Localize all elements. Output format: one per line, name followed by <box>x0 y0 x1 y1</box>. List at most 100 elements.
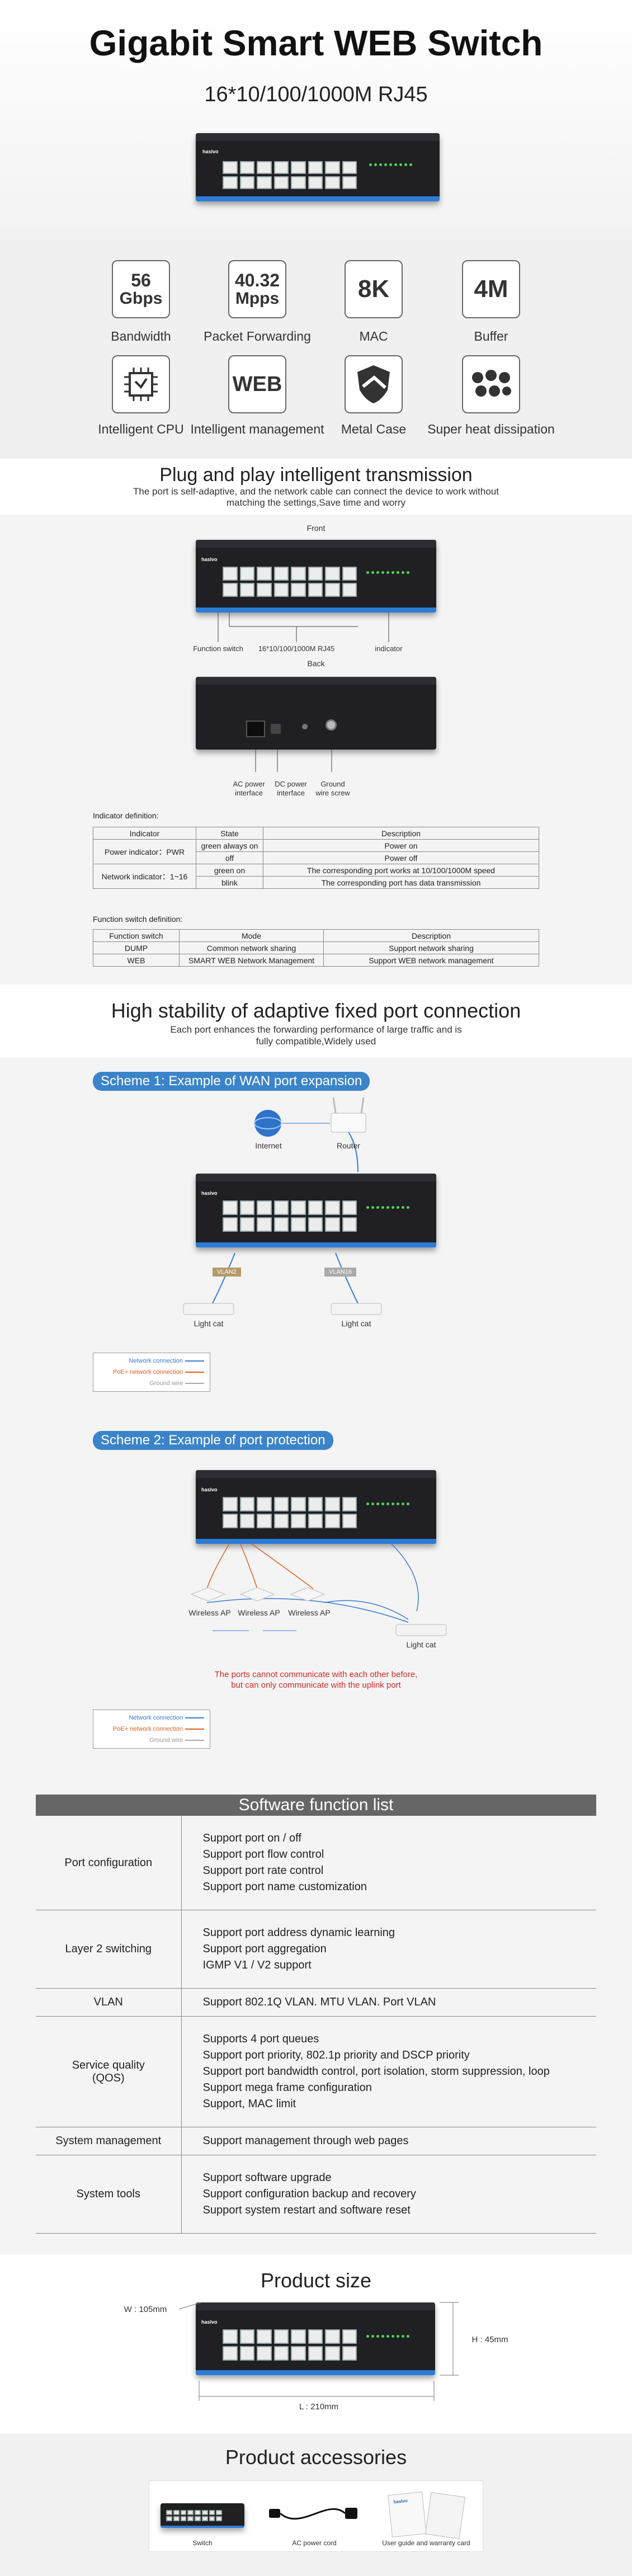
light-cat-1-label: Light cat <box>194 1319 224 1328</box>
callout-ac-power: AC power interface <box>233 780 265 797</box>
software-row-key: Service quality (QOS) <box>36 2016 182 2127</box>
scheme2-title: Scheme 2: Example of port protection <box>93 1431 333 1450</box>
software-row-key: VLAN <box>36 1988 182 2017</box>
software-line: Support port aggregation <box>202 1943 327 1955</box>
accessories-box: haslvo Switch AC power cord User guide a… <box>149 2480 483 2552</box>
software-line: Supports 4 port queues <box>202 2033 319 2045</box>
callout-rj45: 16*10/100/1000M RJ45 <box>258 644 335 653</box>
software-line: Support mega frame configuration <box>202 2081 372 2094</box>
light-cat-label: Light cat <box>406 1640 436 1649</box>
spec-value: 40.32 <box>234 270 280 290</box>
spec-unit: Mpps <box>235 289 280 308</box>
software-line: Support port address dynamic learning <box>202 1927 395 1939</box>
plug-title: Plug and play intelligent transmission <box>159 464 473 486</box>
plug-desc-1: The port is self-adaptive, and the netwo… <box>133 486 499 497</box>
software-line: Support configuration backup and recover… <box>202 2188 416 2200</box>
internet-label: Internet <box>255 1141 282 1150</box>
dimension-length: L : 210mm <box>299 2402 339 2412</box>
software-row: Service quality (QOS)Supports 4 port que… <box>36 2016 596 2127</box>
spec-label: Packet Forwarding <box>204 329 311 343</box>
accessories-title: Product accessories <box>225 2446 407 2469</box>
software-line: Support system restart and software rese… <box>202 2204 411 2216</box>
indicator-def-caption: Indicator definition: <box>93 811 159 820</box>
switch-back-image <box>196 677 436 750</box>
spec-tile: 4M <box>462 260 520 318</box>
software-line: Support port bandwidth control, port iso… <box>202 2065 550 2078</box>
page-subtitle: 16*10/100/1000M RJ45 <box>204 83 428 106</box>
software-row-values: Support 802.1Q VLAN. MTU VLAN. Port VLAN <box>181 1988 596 2017</box>
plug-section: Plug and play intelligent transmission T… <box>0 459 632 515</box>
accessory-switch-label: Switch <box>192 2539 213 2547</box>
back-label: Back <box>307 659 325 668</box>
software-line: Support port rate control <box>202 1864 324 1877</box>
spec-tile: 8K <box>345 260 403 318</box>
stability-desc-1: Each port enhances the forwarding perfor… <box>170 1024 462 1035</box>
software-row-values: Support management through web pages <box>181 2127 596 2155</box>
vlan16-tag: VLAN16 <box>324 1268 356 1277</box>
software-line: Support management through web pages <box>202 2135 409 2147</box>
ap1-label: Wireless AP <box>188 1608 231 1617</box>
scheme2-note-2: but can only communicate with the uplink… <box>231 1680 401 1690</box>
scheme1-legend: Network connection PoE+ network connecti… <box>93 1353 210 1392</box>
user-guide-icon: haslvo <box>379 2491 474 2539</box>
stability-desc-2: fully compatible,Widely used <box>256 1036 376 1047</box>
ap3-label: Wireless AP <box>288 1608 331 1617</box>
stability-title: High stability of adaptive fixed port co… <box>111 999 521 1022</box>
product-size-title: Product size <box>260 2269 372 2292</box>
software-title: Software function list <box>36 1795 596 1816</box>
spec-label: Bandwidth <box>111 329 171 343</box>
scheme1-title: Scheme 1: Example of WAN port expansion <box>93 1072 370 1091</box>
software-row: VLAN Support 802.1Q VLAN. MTU VLAN. Port … <box>36 1988 596 2017</box>
software-row-key: System tools <box>36 2155 182 2234</box>
software-line: Support port on / off <box>202 1832 301 1844</box>
software-row-key: Layer 2 switching <box>36 1910 182 1989</box>
spec-value: 8K <box>357 275 390 303</box>
scheme2-network-diagram <box>190 1543 447 1636</box>
software-line: Support 802.1Q VLAN. MTU VLAN. Port VLAN <box>202 1996 436 2008</box>
scheme1-section: Scheme 1: Example of WAN port expansion … <box>0 1057 632 1410</box>
plug-desc-2: matching the settings,Save time and worr… <box>226 497 406 508</box>
stability-section: High stability of adaptive fixed port co… <box>0 985 632 1057</box>
switch-front-image: haslvo <box>196 540 436 613</box>
front-callout-lines <box>218 613 389 642</box>
spec-label: Buffer <box>474 329 508 343</box>
power-cord-icon <box>269 2508 357 2520</box>
scheme1-switch-image: haslvo <box>196 1174 436 1247</box>
software-line: Support, MAC limit <box>202 2098 296 2110</box>
light-cat-2-label: Light cat <box>341 1319 371 1328</box>
software-line: IGMP V1 / V2 support <box>202 1959 312 1971</box>
software-line: Support port name customization <box>202 1881 367 1893</box>
page-title: Gigabit Smart WEB Switch <box>89 23 543 63</box>
vlan2-tag: VLAN2 <box>213 1268 241 1277</box>
hero-section: Gigabit Smart WEB Switch 16*10/100/1000M… <box>0 0 632 241</box>
spec-unit: Gbps <box>119 289 163 308</box>
software-row-key: System management <box>36 2127 182 2155</box>
spec-value: 56 <box>131 270 151 290</box>
scheme1-network-diagram <box>183 1097 382 1315</box>
spec-label: MAC <box>359 329 388 343</box>
dimension-width: W : 105mm <box>124 2305 167 2314</box>
product-size-section: Product size haslvo W : 105mm H : 45mm L… <box>0 2254 632 2433</box>
scheme2-switch-image: haslvo <box>196 1470 436 1544</box>
function-def-caption: Function switch definition: <box>93 915 183 924</box>
feature-label: Metal Case <box>341 422 407 436</box>
software-line: Support software upgrade <box>202 2172 332 2184</box>
accessories-section: Product accessories haslvo Switch AC pow… <box>0 2433 632 2576</box>
software-row-key: Port configuration <box>36 1816 182 1910</box>
callout-function-switch: Function switch <box>193 644 243 653</box>
feature-label: Intelligent CPU <box>98 422 184 436</box>
callout-dc-power: DC power interface <box>275 780 307 797</box>
spec-value: 4M <box>474 275 508 303</box>
